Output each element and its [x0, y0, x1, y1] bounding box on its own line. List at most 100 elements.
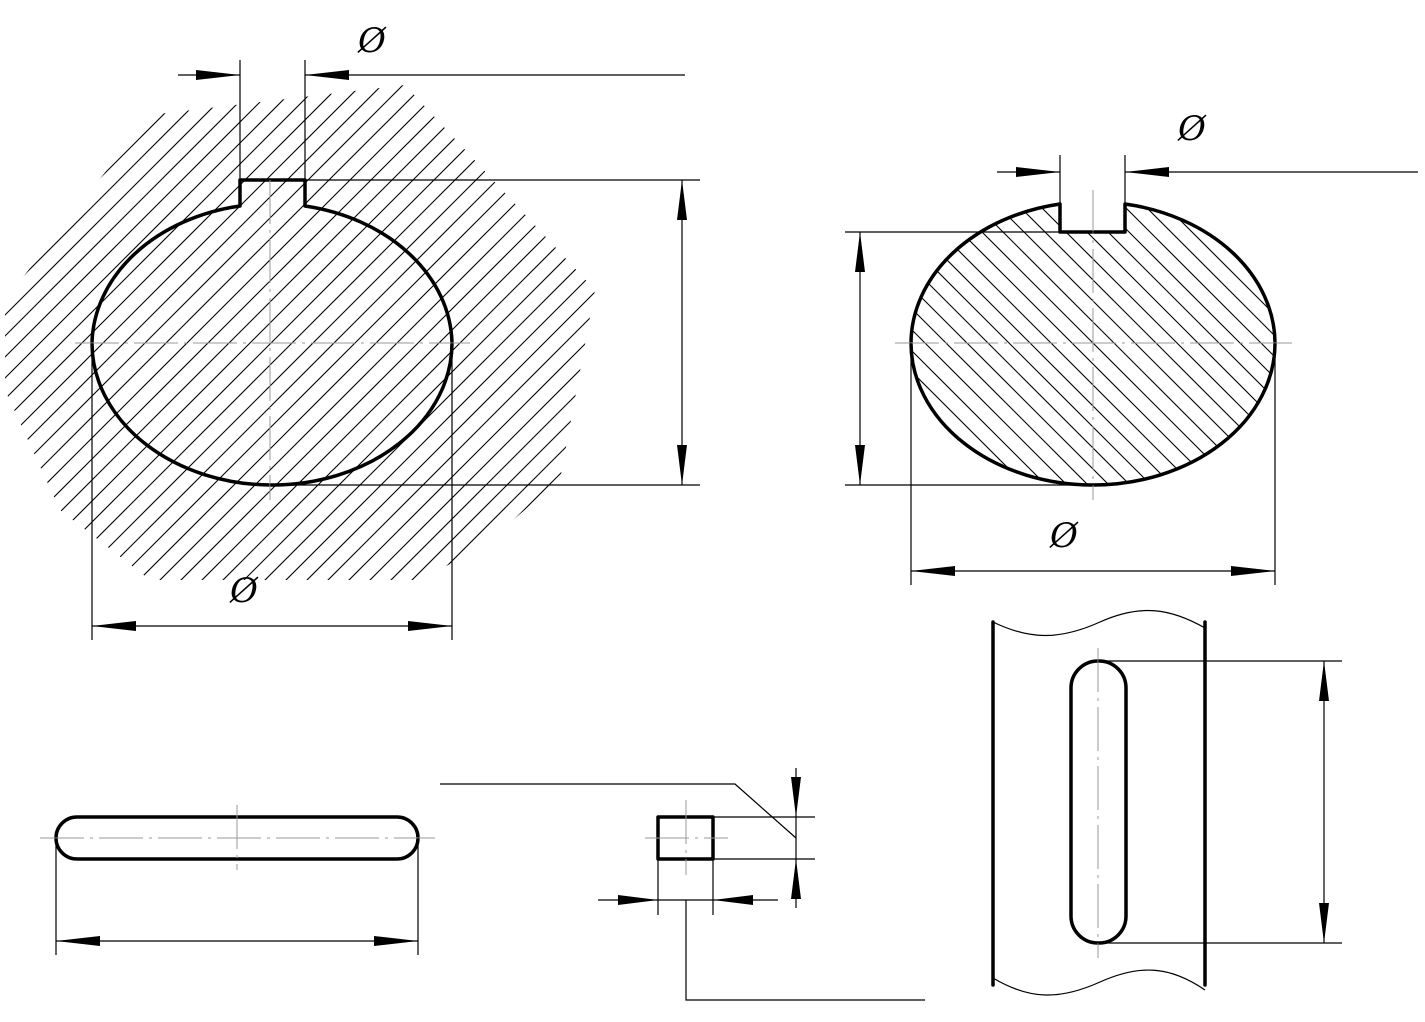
shaft-hatch-line: [911, 204, 1057, 485]
hub-hatch-line: [1011, 80, 1425, 590]
hub-depth-dimension: [270, 179, 700, 486]
shaft-hatch-line: [378, 195, 678, 495]
hub-hatch-line: [5, 85, 493, 580]
shaft-hatch-line: [210, 195, 510, 495]
shaft-hatch-line: [1049, 204, 1275, 485]
hub-hatch-line: [590, 85, 595, 580]
shaft-hatch-line: [911, 204, 1141, 485]
hub-hatch-line: [254, 85, 595, 580]
hub-hatch-line: [5, 85, 10, 580]
shaft-hatch-line: [923, 204, 1225, 485]
hub-hatch-line: [401, 85, 595, 580]
hub-hatch-line: [675, 80, 1185, 590]
hub-hatch-line: [1242, 80, 1425, 590]
key-end-view: [440, 768, 925, 1001]
hub-hatch-line: [5, 85, 115, 580]
hub-hatch-line: [1347, 80, 1425, 590]
shaft-diameter-symbol: Ø: [1049, 516, 1079, 556]
hub-hatch-line: [1263, 80, 1425, 590]
shaft-diameter-dimension: Ø: [910, 343, 1276, 585]
hub-hatch-line: [990, 80, 1425, 590]
hub-hatch-line: [948, 80, 1425, 590]
shaft-hatch-line: [1154, 204, 1275, 485]
hub-hatch-line: [801, 80, 1311, 590]
shaft-hatch-line: [911, 204, 931, 485]
hub-keyway-diameter-symbol: Ø: [357, 21, 387, 61]
hub-hatch-line: [1221, 80, 1425, 590]
hub-hatch-line: [5, 85, 472, 580]
hub-hatch-line: [1158, 80, 1425, 590]
hub-hatch-line: [5, 85, 388, 580]
hub-hatch-line: [1305, 80, 1425, 590]
shaft-hatch-line: [231, 195, 531, 495]
hub-hatch-line: [864, 80, 1374, 590]
hub-hatch-line: [170, 85, 595, 580]
hub-hatching: [5, 80, 1425, 590]
shaft-hatch-line: [462, 195, 762, 495]
shaft-hatch-line: [336, 195, 636, 495]
hub-hatch-line: [5, 85, 304, 580]
key-side-view: [40, 805, 435, 955]
hub-bore-diameter-dimension: Ø: [91, 343, 453, 640]
hub-hatch-line: [822, 80, 1332, 590]
shaft-hatch-line: [252, 195, 552, 495]
shaft-hatch-line: [420, 195, 720, 495]
shaft-hatch-line: [911, 204, 1162, 485]
shaft-hatch-line: [965, 204, 1267, 485]
hub-hatch-line: [5, 85, 346, 580]
shaft-hatch-line: [483, 195, 783, 495]
shaft-bottom-break-line: [992, 969, 1206, 996]
shaft-hatch-line: [911, 204, 1099, 485]
shaft-hatch-line: [525, 195, 825, 495]
hub-hatch-line: [5, 85, 136, 580]
hub-keyway-width-dimension: Ø: [178, 21, 685, 180]
shaft-hatch-line: [1133, 204, 1275, 485]
hub-hatch-line: [612, 80, 1122, 590]
shaft-hatch-line: [1302, 195, 1425, 495]
shaft-hatch-line: [1070, 204, 1275, 485]
shaft-hatch-line: [1407, 195, 1425, 495]
hub-hatch-line: [443, 85, 595, 580]
shaft-top-break-line: [992, 609, 1206, 636]
shaft-hatch-line: [911, 204, 952, 485]
hub-hatch-line: [464, 85, 595, 580]
key-width-dimension: [598, 859, 925, 1001]
hub-hatch-line: [738, 80, 1248, 590]
hub-hatch-line: [5, 85, 199, 580]
hub-hatch-line: [1095, 80, 1425, 590]
hub-hatch-line: [548, 85, 595, 580]
shaft-hatch-line: [1028, 204, 1275, 485]
shaft-hatch-line: [1323, 195, 1425, 495]
hub-hatch-line: [485, 85, 595, 580]
shaft-section-view: Ø Ø: [210, 109, 1425, 585]
key-length-dimension: [55, 838, 419, 955]
hub-hatch-line: [5, 85, 430, 580]
shaft-hatch-line: [399, 195, 699, 495]
hub-hatch-line: [1200, 80, 1425, 590]
hub-hatch-line: [5, 85, 31, 580]
hub-hatch-line: [5, 85, 241, 580]
shaft-hatch-line: [1196, 204, 1275, 485]
key-height-leader: [440, 783, 797, 839]
shaft-hatch-line: [1365, 195, 1425, 495]
hub-hatch-line: [527, 85, 595, 580]
shaft-hatch-line: [315, 195, 615, 495]
hub-hatch-line: [5, 85, 325, 580]
shaft-hatch-line: [1238, 204, 1275, 485]
hub-hatch-line: [654, 80, 1164, 590]
key-height-dimension: [440, 768, 815, 908]
hub-hatch-line: [5, 85, 52, 580]
hub-hatch-line: [23, 85, 535, 580]
shaft-hatch-line: [911, 204, 1078, 485]
shaft-keyway-diameter-symbol: Ø: [1177, 109, 1207, 149]
hub-hatch-line: [1368, 80, 1425, 590]
shaft-hatch-line: [567, 195, 867, 495]
hub-hatch-line: [275, 85, 595, 580]
hub-hatch-line: [906, 80, 1416, 590]
shaft-hatch-line: [1112, 204, 1275, 485]
hub-hatch-line: [233, 85, 595, 580]
hub-hatch-line: [5, 85, 262, 580]
shaft-hatch-line: [944, 204, 1246, 485]
hub-hatch-line: [843, 80, 1353, 590]
hub-hatch-line: [1284, 80, 1425, 590]
